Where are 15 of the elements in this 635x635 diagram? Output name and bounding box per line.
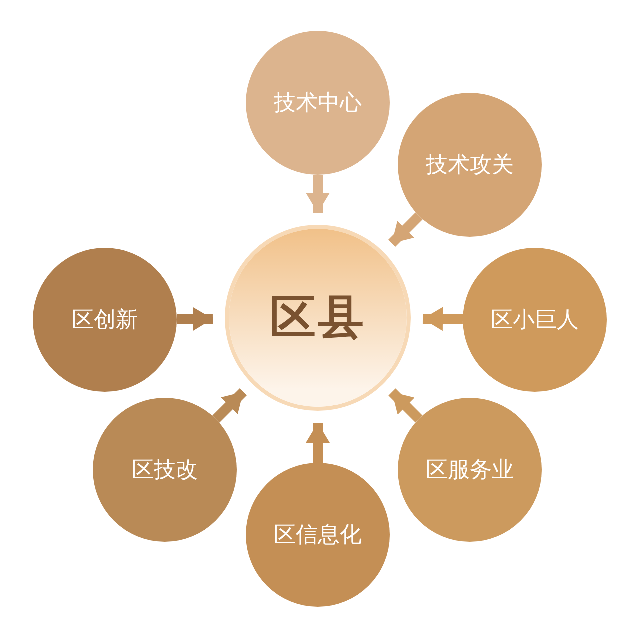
node-label: 区县 bbox=[270, 289, 366, 346]
node-label: 区服务业 bbox=[426, 457, 514, 485]
arrow bbox=[306, 175, 330, 213]
node-label: 技术攻关 bbox=[426, 152, 514, 180]
arrow bbox=[388, 212, 423, 248]
node-label: 区信息化 bbox=[274, 522, 362, 550]
node-label: 技术中心 bbox=[274, 90, 362, 118]
arrow bbox=[176, 307, 214, 332]
arrow bbox=[422, 307, 464, 332]
node-label: 区小巨人 bbox=[491, 307, 579, 335]
arrow bbox=[212, 388, 248, 423]
node-label: 区技改 bbox=[132, 457, 198, 485]
arrow bbox=[306, 423, 330, 463]
arrow bbox=[388, 388, 423, 423]
node-label: 区创新 bbox=[72, 307, 138, 335]
